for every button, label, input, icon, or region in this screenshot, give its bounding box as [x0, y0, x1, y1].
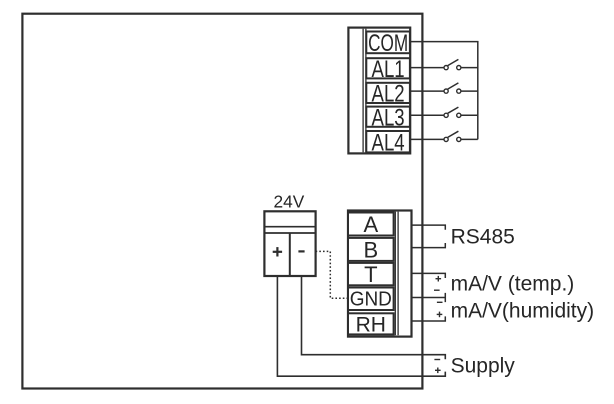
svg-text:AL4: AL4 — [372, 129, 405, 156]
svg-text:GND: GND — [350, 288, 392, 311]
svg-text:24V: 24V — [274, 191, 305, 211]
svg-text:RS485: RS485 — [451, 226, 515, 249]
svg-text:AL1: AL1 — [372, 56, 405, 83]
svg-text:mA/V(humidity): mA/V(humidity) — [451, 299, 595, 322]
svg-text:T: T — [364, 262, 377, 287]
svg-text:Supply: Supply — [451, 355, 516, 378]
svg-text:B: B — [363, 237, 378, 262]
svg-text:AL3: AL3 — [372, 104, 405, 131]
svg-text:AL2: AL2 — [372, 80, 405, 107]
svg-text:COM: COM — [368, 30, 408, 56]
svg-text:A: A — [363, 212, 378, 237]
svg-text:mA/V (temp.): mA/V (temp.) — [451, 273, 575, 296]
svg-text:RH: RH — [356, 313, 386, 336]
